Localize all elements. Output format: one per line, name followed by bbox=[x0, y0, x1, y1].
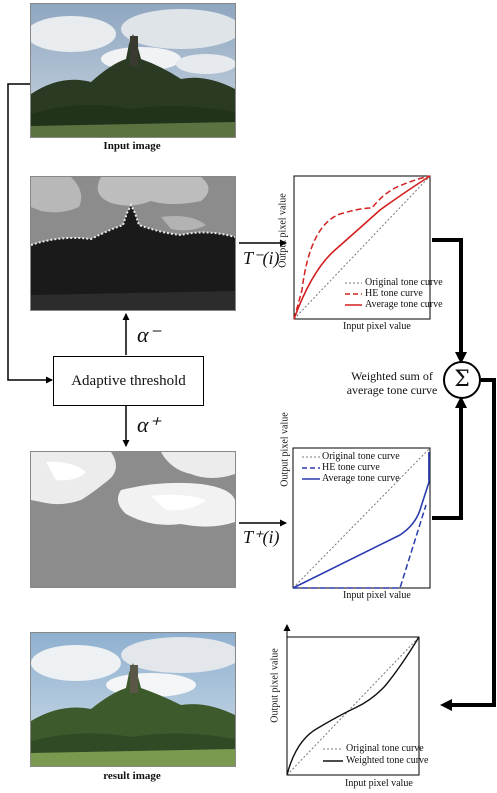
middle-orig-line bbox=[292, 447, 431, 589]
adaptive-threshold-label: Adaptive threshold bbox=[71, 372, 186, 389]
sum-node bbox=[443, 361, 481, 399]
middle-he-line bbox=[293, 504, 427, 589]
middle-legend-avg: Average tone curve bbox=[322, 473, 400, 484]
top-legend-orig: Original tone curve bbox=[365, 277, 443, 288]
alpha-minus-label: α⁻ bbox=[137, 322, 161, 347]
input-to-threshold-line bbox=[7, 83, 53, 384]
middle-chart-xlabel: Input pixel value bbox=[343, 590, 411, 601]
top-chart-to-sum-line bbox=[432, 238, 463, 356]
t-minus-label: T⁻(i) bbox=[243, 248, 280, 268]
top-chart-ylabel: Output pixel value bbox=[277, 193, 289, 268]
top-avg-line bbox=[293, 175, 431, 320]
adaptive-threshold-box: Adaptive threshold bbox=[53, 356, 204, 406]
sigma-symbol: Σ bbox=[454, 367, 470, 392]
middle-legend-orig: Original tone curve bbox=[322, 451, 400, 462]
middle-legend-he: HE tone curve bbox=[322, 462, 380, 473]
alpha-plus-label: α⁺ bbox=[137, 412, 161, 437]
middle-chart-to-sum-line bbox=[432, 404, 463, 520]
bottom-chart-ylabel: Output pixel value bbox=[269, 648, 281, 723]
top-chart bbox=[293, 175, 431, 320]
bright-region-image bbox=[30, 451, 236, 588]
top-legend-he: HE tone curve bbox=[365, 288, 423, 299]
middle-chart bbox=[292, 447, 431, 589]
bottom-chart-xlabel: Input pixel value bbox=[345, 778, 413, 789]
middle-avg-line bbox=[292, 452, 430, 589]
top-orig-line bbox=[293, 175, 431, 320]
bottom-legend-orig: Original tone curve bbox=[346, 743, 424, 754]
top-chart-xlabel: Input pixel value bbox=[343, 321, 411, 332]
weighted-sum-line-1: Weighted sum of bbox=[351, 369, 433, 383]
dark-region-image bbox=[30, 176, 236, 311]
weighted-sum-line-2: average tone curve bbox=[346, 383, 438, 397]
result-image-caption: result image bbox=[103, 770, 161, 782]
bottom-chart bbox=[283, 624, 420, 776]
top-he-line bbox=[293, 175, 431, 320]
result-image bbox=[30, 632, 236, 767]
input-image bbox=[30, 3, 236, 138]
input-image-caption: Input image bbox=[103, 140, 161, 152]
bottom-weighted-line bbox=[286, 636, 420, 776]
middle-chart-ylabel: Output pixel value bbox=[279, 412, 291, 487]
t-plus-label: T⁺(i) bbox=[243, 527, 280, 547]
weighted-sum-label: Weighted sum of average tone curve bbox=[342, 369, 442, 397]
sum-to-bottom-chart-line bbox=[446, 378, 496, 707]
bottom-legend-weighted: Weighted tone curve bbox=[346, 755, 429, 766]
top-legend-avg: Average tone curve bbox=[365, 299, 443, 310]
